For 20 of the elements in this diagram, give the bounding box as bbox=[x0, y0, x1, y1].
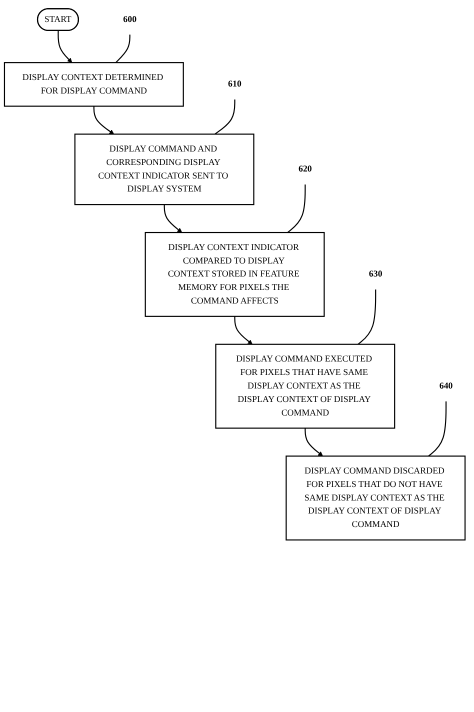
node-box: DISPLAY COMMAND EXECUTED FOR PIXELS THAT HAVE SAME DISPLAY CONTEXT AS THE DISPLAY CONTEXT OF DISPLAY COMMAND bbox=[215, 344, 396, 429]
node-text: 640 bbox=[439, 381, 453, 391]
arrow bbox=[58, 30, 72, 63]
arrow bbox=[234, 316, 253, 345]
node-text: 600 bbox=[123, 14, 137, 24]
arrow bbox=[164, 204, 182, 233]
connector bbox=[287, 184, 306, 233]
node-text: 630 bbox=[368, 269, 382, 279]
arrow bbox=[93, 106, 114, 134]
connector bbox=[358, 290, 376, 345]
connector bbox=[214, 100, 236, 135]
node-box: DISPLAY COMMAND DISCARDED FOR PIXELS THAT DO NOT HAVE SAME DISPLAY CONTEXT AS THE DISPLAY CONTEXT OF DISPLAY COMMAND bbox=[286, 456, 466, 540]
node-box: DISPLAY CONTEXT INDICATOR COMPARED TO DISPLAY CONTEXT STORED IN FEATURE MEMORY FOR PIXELS THE COMMAND AFFECTS bbox=[144, 232, 325, 317]
node-text: 620 bbox=[298, 164, 312, 174]
node-box: DISPLAY CONTEXT DETERMINED FOR DISPLAY COMMAND bbox=[4, 62, 184, 107]
node-box: DISPLAY COMMAND AND CORRESPONDING DISPLAY CONTEXT INDICATOR SENT TO DISPLAY SYSTEM bbox=[74, 134, 254, 206]
arrow bbox=[304, 428, 324, 456]
node-text: 610 bbox=[228, 79, 242, 89]
connector bbox=[115, 34, 130, 63]
connector bbox=[428, 401, 447, 457]
